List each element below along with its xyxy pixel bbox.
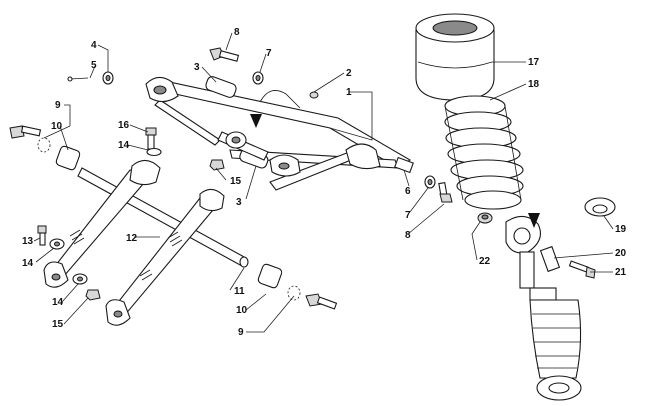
callout-9-left: 9 xyxy=(55,100,61,111)
callout-1: 1 xyxy=(346,87,352,98)
callout-5: 5 xyxy=(91,60,97,71)
callout-8-top: 8 xyxy=(234,27,240,38)
callout-20: 20 xyxy=(615,248,627,259)
hatch-pattern-lower xyxy=(69,229,153,281)
callout-7-top: 7 xyxy=(266,48,272,59)
arm-arrow-marker xyxy=(250,114,262,128)
callout-22: 22 xyxy=(479,256,491,267)
a-arm-assembly xyxy=(67,47,453,203)
shock-bolt-part xyxy=(568,260,596,279)
retaining-ring-part xyxy=(584,197,616,217)
callout-6: 6 xyxy=(405,186,411,197)
callout-13: 13 xyxy=(22,236,34,247)
callout-14-upper: 14 xyxy=(118,140,130,151)
callout-4: 4 xyxy=(91,40,97,51)
shock-body-part xyxy=(505,215,582,401)
link-assembly xyxy=(9,125,338,326)
callout-15-upper: 15 xyxy=(230,176,242,187)
callout-18: 18 xyxy=(528,79,540,90)
callout-10-left: 10 xyxy=(51,121,63,132)
callout-21: 21 xyxy=(615,267,627,278)
shock-bushing-part xyxy=(539,245,561,273)
callout-15-left: 15 xyxy=(52,319,64,330)
callout-14-lower: 14 xyxy=(52,297,64,308)
coil-spring-part xyxy=(444,95,524,210)
callout-16: 16 xyxy=(118,120,130,131)
leader-lines xyxy=(33,32,614,333)
callout-3-bottom: 3 xyxy=(236,197,242,208)
callout-3-top: 3 xyxy=(194,62,200,73)
direction-arrow-marker xyxy=(528,213,540,228)
callout-8-right: 8 xyxy=(405,230,411,241)
shock-absorber-assembly xyxy=(415,13,616,401)
callout-12: 12 xyxy=(126,233,138,244)
callout-14-left: 14 xyxy=(22,258,34,269)
callout-7-right: 7 xyxy=(405,210,411,221)
callout-17: 17 xyxy=(528,57,540,68)
callout-2: 2 xyxy=(346,68,352,79)
bump-boot-part xyxy=(415,13,495,101)
callout-labels: 1 2 3 3 4 5 6 7 7 8 8 9 9 10 10 11 12 13… xyxy=(22,27,627,338)
callout-11: 11 xyxy=(234,286,245,297)
hatch-pattern-upper xyxy=(167,231,183,247)
callout-9-bottom: 9 xyxy=(238,327,244,338)
callout-10-bottom: 10 xyxy=(236,305,248,316)
shock-washer-part xyxy=(477,212,493,224)
callout-19: 19 xyxy=(615,224,627,235)
